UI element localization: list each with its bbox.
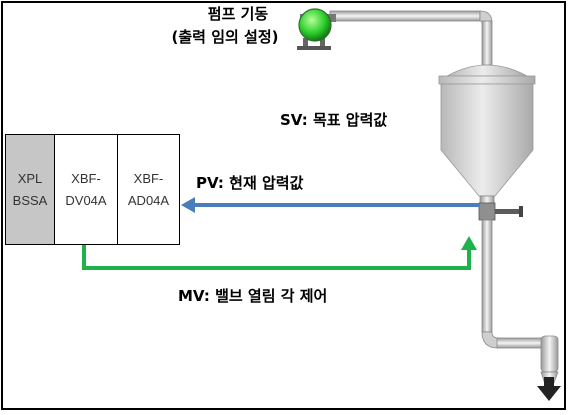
tank-icon — [438, 64, 536, 205]
pv-label: PV: 현재 압력값 — [196, 174, 304, 192]
plc-cpu-line1: XPL — [17, 170, 43, 186]
pv-signal-arrow — [181, 197, 479, 213]
plc-cpu-module[interactable]: XPL BSSA — [5, 134, 55, 245]
valve-icon[interactable] — [478, 202, 523, 221]
pump-label-line2: (출력 임의 설정) — [171, 28, 279, 46]
mv-label: MV: 밸브 열림 각 제어 — [178, 287, 328, 305]
plc-ad-line1: XBF- — [133, 170, 164, 186]
plc-dv-line1: XBF- — [71, 170, 101, 186]
plc-dv-module[interactable]: XBF- DV04A — [54, 134, 118, 245]
pump-icon[interactable] — [297, 8, 336, 50]
outlet-pipe — [481, 219, 559, 398]
mv-signal-arrow — [82, 236, 477, 270]
output-arrow-icon — [537, 377, 561, 401]
plc-cpu-line2: BSSA — [12, 192, 48, 208]
sv-label: SV: 목표 압력값 — [280, 111, 388, 129]
diagram-frame — [1, 1, 566, 410]
plc-ad-module[interactable]: XBF- AD04A — [117, 134, 180, 245]
plc-ad-line2: AD04A — [127, 192, 170, 208]
pump-label-line1: 펌프 기동 — [207, 5, 269, 23]
plc-dv-line2: DV04A — [65, 192, 107, 208]
inlet-pipe — [329, 10, 493, 66]
